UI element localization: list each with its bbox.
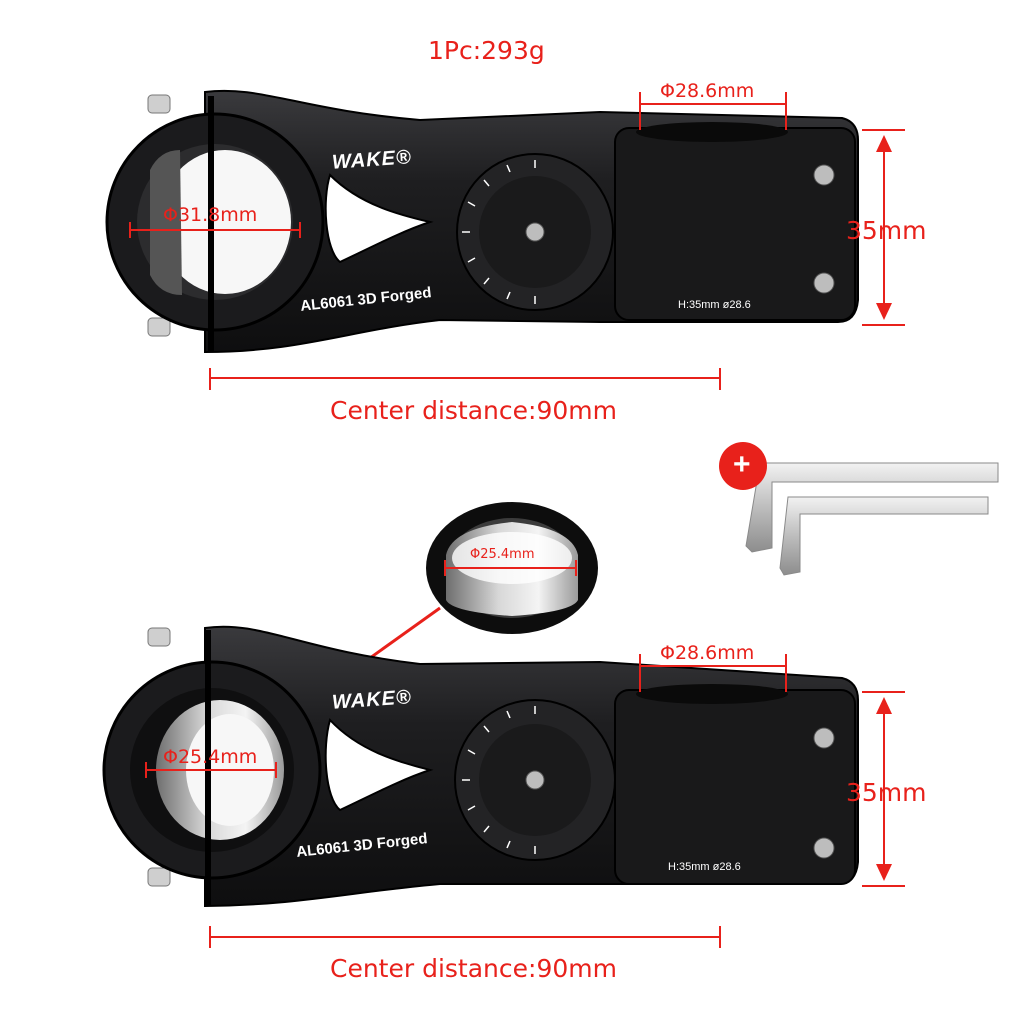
top-brand-logo: WAKE® (331, 146, 413, 174)
bottom-stem (102, 625, 905, 948)
weight-label: 1Pc:293g (428, 36, 545, 65)
top-center-distance-label: Center distance:90mm (330, 396, 617, 425)
bottom-center-distance-label: Center distance:90mm (330, 954, 617, 983)
bolt-icon (147, 94, 171, 114)
bottom-stack-height-label: 35mm (846, 778, 927, 807)
top-handlebar-clamp-label: Φ31.8mm (163, 204, 258, 226)
plus-badge (719, 442, 767, 490)
bolt-icon (147, 317, 171, 337)
top-spec-text: H:35mm ø28.6 (678, 299, 751, 311)
bottom-handlebar-clamp-label: Φ25.4mm (163, 746, 258, 768)
bolt-icon (147, 867, 171, 887)
top-stack-height-label: 35mm (846, 216, 927, 245)
shim-diameter-label: Φ25.4mm (470, 547, 535, 562)
bolt-icon (813, 272, 835, 294)
bottom-spec-text: H:35mm ø28.6 (668, 861, 741, 873)
top-steerer-clamp-label: Φ28.6mm (660, 80, 755, 102)
bolt-icon (813, 164, 835, 186)
plus-icon: + (733, 448, 751, 481)
allen-key-set (719, 442, 999, 576)
top-stem (105, 89, 905, 390)
bolt-icon (147, 627, 171, 647)
bottom-brand-logo: WAKE® (331, 686, 413, 714)
bolt-icon (813, 727, 835, 749)
bolt-icon (813, 837, 835, 859)
bottom-steerer-clamp-label: Φ28.6mm (660, 642, 755, 664)
shim-ring (283, 502, 598, 721)
